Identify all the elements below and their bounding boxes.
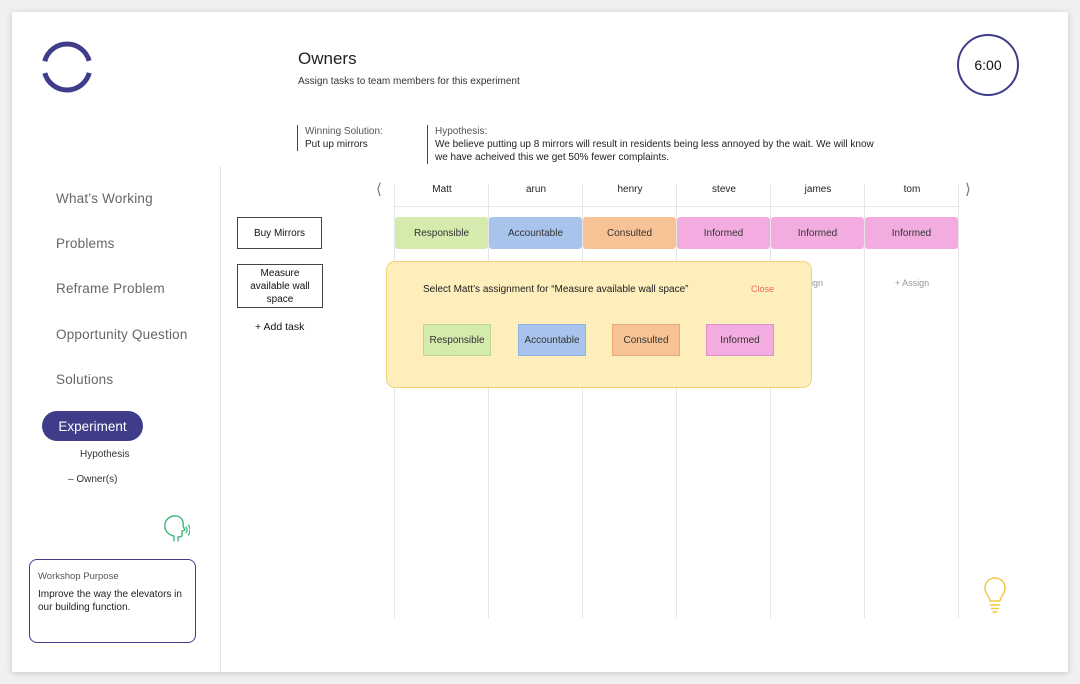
- column-divider: [394, 184, 395, 618]
- app-frame: Owners Assign tasks to team members for …: [12, 12, 1068, 672]
- purpose-label: Workshop Purpose: [38, 571, 119, 582]
- assignment-cell[interactable]: Informed: [677, 217, 770, 249]
- option-informed[interactable]: Informed: [706, 324, 774, 356]
- member-header-james: james: [804, 184, 832, 195]
- column-divider: [676, 184, 677, 618]
- chevron-right-icon[interactable]: ⟩: [965, 181, 971, 198]
- purpose-text: Improve the way the elevators in our bui…: [38, 589, 182, 613]
- sidebar-item-solutions[interactable]: Solutions: [56, 372, 114, 387]
- task-measure-wall-space[interactable]: Measure available wall space: [237, 264, 323, 308]
- hypothesis-text: We believe putting up 8 mirrors will res…: [435, 139, 874, 163]
- add-task-button[interactable]: + Add task: [255, 321, 305, 333]
- subnav-hypothesis[interactable]: Hypothesis: [80, 449, 130, 460]
- timer: 6:00: [957, 34, 1019, 96]
- solution-label: Winning Solution:: [305, 126, 383, 137]
- sidebar-item-experiment[interactable]: Experiment: [42, 411, 143, 441]
- subnav-owners[interactable]: – Owner(s): [68, 474, 118, 485]
- sidebar-item-opportunity-question[interactable]: Opportunity Question: [56, 327, 188, 342]
- page-title: Owners: [298, 49, 357, 68]
- popup-title: Select Matt’s assignment for “Measure av…: [423, 284, 689, 295]
- column-divider: [958, 184, 959, 618]
- lightbulb-icon[interactable]: [982, 576, 1008, 614]
- member-header-henry: henry: [617, 184, 643, 195]
- member-header-steve: steve: [712, 184, 736, 195]
- sidebar-divider: [220, 166, 221, 672]
- assignment-cell[interactable]: Informed: [771, 217, 864, 249]
- option-responsible[interactable]: Responsible: [423, 324, 491, 356]
- ring-logo-icon: [41, 41, 93, 93]
- sidebar-item-problems[interactable]: Problems: [56, 236, 115, 251]
- column-divider: [864, 184, 865, 618]
- option-accountable[interactable]: Accountable: [518, 324, 586, 356]
- assignment-cell[interactable]: Responsible: [395, 217, 488, 249]
- assignment-cell[interactable]: Consulted: [583, 217, 676, 249]
- hypothesis-summary: Hypothesis: We believe putting up 8 mirr…: [427, 125, 875, 164]
- assignment-cell[interactable]: Accountable: [489, 217, 582, 249]
- assignment-cell[interactable]: Informed: [865, 217, 958, 249]
- sidebar-item-label: Experiment: [58, 418, 127, 434]
- page-subtitle: Assign tasks to team members for this ex…: [298, 76, 520, 87]
- task-buy-mirrors[interactable]: Buy Mirrors: [237, 217, 322, 249]
- chevron-left-icon[interactable]: ⟨: [376, 181, 382, 198]
- assignment-popup: Select Matt’s assignment for “Measure av…: [386, 261, 812, 388]
- sidebar-item-whats-working[interactable]: What’s Working: [56, 191, 153, 206]
- speaking-head-icon[interactable]: [160, 513, 190, 545]
- hypothesis-label: Hypothesis:: [435, 126, 488, 137]
- timer-value: 6:00: [974, 57, 1002, 73]
- close-button[interactable]: Close: [751, 284, 775, 294]
- workshop-purpose-card: Workshop Purpose Improve the way the ele…: [29, 559, 196, 643]
- member-header-arun: arun: [525, 184, 546, 195]
- member-header-matt: Matt: [432, 184, 452, 195]
- option-consulted[interactable]: Consulted: [612, 324, 680, 356]
- column-divider: [582, 184, 583, 618]
- member-header-tom: tom: [903, 184, 921, 195]
- column-divider: [770, 184, 771, 618]
- solution-value: Put up mirrors: [305, 139, 368, 150]
- assign-link-tom[interactable]: + Assign: [894, 278, 930, 288]
- winning-solution: Winning Solution: Put up mirrors: [297, 125, 383, 151]
- column-divider: [488, 184, 489, 618]
- sidebar-item-reframe-problem[interactable]: Reframe Problem: [56, 281, 165, 296]
